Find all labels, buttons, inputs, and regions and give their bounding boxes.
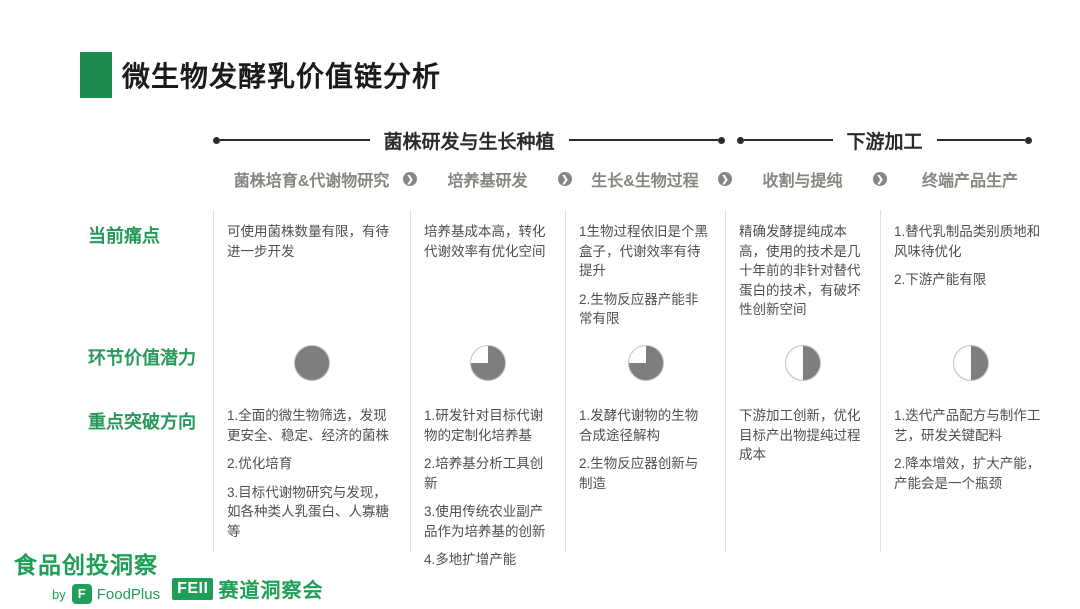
value-chain-table: 可使用菌株数量有限，有待进一步开发 培养基成本高，转化代谢效率有优化空间 1生物… [213, 210, 1060, 567]
chevron-circle-icon: ❯ [403, 172, 417, 186]
pain-text: 1生物过程依旧是个黑盒子，代谢效率有待提升 [579, 224, 709, 279]
direction-text: 2.降本增效，扩大产能，产能会是一个瓶颈 [894, 456, 1041, 491]
chevron-circle-icon: ❯ [558, 172, 572, 186]
pain-cell-col3: 1生物过程依旧是个黑盒子，代谢效率有待提升 2.生物反应器产能非常有限 [565, 210, 725, 332]
foodplus-byline: by F FoodPlus [52, 584, 160, 604]
foodplus-name: FoodPlus [96, 585, 161, 603]
title-block: 微生物发酵乳价值链分析 [80, 52, 441, 98]
direction-text: 下游加工创新，优化目标产出物提纯过程成本 [739, 408, 861, 463]
phase-line [936, 138, 1026, 142]
line-endpoint-dot [718, 136, 726, 144]
column-header-row: 菌株培育&代谢物研究 ❯ 培养基研发 ❯ 生长&生物过程 ❯ 收割与提纯 ❯ 终… [213, 165, 1060, 193]
direction-text: 3.使用传统农业副产品作为培养基的创新 [424, 504, 546, 539]
feii-badge: FEII [172, 577, 214, 600]
row-label-value-potential: 环节价值潜力 [88, 348, 196, 368]
direction-cell-col4: 下游加工创新，优化目标产出物提纯过程成本 [725, 394, 880, 552]
direction-text: 1.发酵代谢物的生物合成途径解构 [579, 408, 699, 443]
column-header-label: 收割与提纯 [762, 173, 843, 190]
pain-cell-col5: 1.替代乳制品类别质地和风味待优化 2.下游产能有限 [880, 210, 1060, 332]
direction-cell-col1: 1.全面的微生物筛选，发现更安全、稳定、经济的菌株 2.优化培育 3.目标代谢物… [213, 394, 410, 552]
direction-cell-col3: 1.发酵代谢物的生物合成途径解构 2.生物反应器创新与制造 [565, 394, 725, 552]
pain-text: 培养基成本高，转化代谢效率有优化空间 [424, 224, 546, 259]
column-header-medium-rnd: ❯ 培养基研发 [403, 165, 565, 193]
chevron-circle-icon: ❯ [873, 172, 887, 186]
row-label-pain-points: 当前痛点 [88, 226, 160, 246]
phase-header-strain-rnd: 菌株研发与生长种植 [213, 128, 726, 153]
column-header-label: 菌株培育&代谢物研究 [233, 173, 390, 190]
by-label: by [52, 586, 66, 602]
phase-line [220, 138, 370, 142]
brand-name-cn: 食品创投洞察 [14, 552, 158, 578]
feii-logo: FEII 赛道洞察会 [172, 574, 323, 603]
direction-text: 2.生物反应器创新与制造 [579, 456, 699, 491]
pain-text: 1.替代乳制品类别质地和风味待优化 [894, 224, 1041, 259]
potential-cell-col5 [880, 332, 1060, 394]
line-endpoint-dot [1025, 136, 1033, 144]
direction-text: 2.优化培育 [227, 456, 293, 472]
line-endpoint-dot [213, 136, 220, 144]
foodplus-f-icon: F [71, 584, 92, 604]
pain-text: 精确发酵提纯成本高，使用的技术是几十年前的非针对替代蛋白的技术，有破坏性创新空间 [739, 224, 861, 318]
direction-text: 1.迭代产品配方与制作工艺，研发关键配料 [894, 408, 1041, 443]
phase-label: 下游加工 [846, 131, 923, 153]
page-title: 微生物发酵乳价值链分析 [122, 61, 442, 92]
pain-text: 可使用菌株数量有限，有待进一步开发 [227, 224, 389, 259]
phase-label: 菌株研发与生长种植 [383, 131, 555, 153]
row-label-breakthrough: 重点突破方向 [88, 412, 196, 432]
column-header-label: 终端产品生产 [921, 173, 1018, 190]
potential-cell-col1 [213, 332, 410, 394]
direction-text: 4.多地扩增产能 [424, 552, 517, 568]
title-accent-square [80, 52, 112, 98]
pain-cell-col1: 可使用菌株数量有限，有待进一步开发 [213, 210, 410, 332]
pie-chart-75pct [470, 345, 506, 381]
phase-line [568, 138, 719, 142]
direction-cell-col2: 1.研发针对目标代谢物的定制化培养基 2.培养基分析工具创新 3.使用传统农业副… [410, 394, 565, 567]
direction-text: 3.目标代谢物研究与发现，如各种类人乳蛋白、人寡糖等 [227, 484, 389, 539]
potential-cell-col3 [565, 332, 725, 394]
pain-cell-col4: 精确发酵提纯成本高，使用的技术是几十年前的非针对替代蛋白的技术，有破坏性创新空间 [725, 210, 880, 332]
column-header-strain-cultivation: 菌株培育&代谢物研究 [213, 165, 410, 193]
pie-chart-75pct [627, 345, 664, 381]
line-endpoint-dot [737, 136, 744, 144]
column-header-label: 培养基研发 [447, 173, 528, 190]
pain-text: 2.下游产能有限 [894, 272, 987, 288]
direction-cell-col5: 1.迭代产品配方与制作工艺，研发关键配料 2.降本增效，扩大产能，产能会是一个瓶… [880, 394, 1060, 552]
pain-text: 2.生物反应器产能非常有限 [579, 291, 699, 327]
potential-cell-col4 [725, 332, 880, 394]
pain-cell-col2: 培养基成本高，转化代谢效率有优化空间 [410, 210, 565, 332]
column-header-label: 生长&生物过程 [591, 173, 699, 190]
potential-cell-col2 [410, 332, 565, 394]
chevron-circle-icon: ❯ [718, 172, 732, 186]
column-header-harvest-purify: ❯ 收割与提纯 [718, 165, 880, 193]
direction-text: 2.培养基分析工具创新 [424, 456, 544, 491]
footer-logos: 食品创投洞察 by F FoodPlus FEII 赛道洞察会 [14, 546, 323, 604]
phase-line [744, 138, 833, 142]
column-header-growth-bioprocess: ❯ 生长&生物过程 [558, 165, 725, 193]
feii-label: 赛道洞察会 [218, 580, 324, 602]
foodplus-logo: 食品创投洞察 by F FoodPlus [14, 546, 160, 604]
direction-text: 1.全面的微生物筛选，发现更安全、稳定、经济的菌株 [227, 408, 389, 443]
direction-text: 1.研发针对目标代谢物的定制化培养基 [424, 408, 544, 443]
pie-chart-50pct [952, 345, 989, 381]
column-header-end-product: ❯ 终端产品生产 [873, 165, 1060, 193]
pie-chart-100pct [294, 345, 330, 381]
pie-chart-50pct [785, 345, 821, 381]
phase-header-downstream: 下游加工 [737, 128, 1033, 153]
